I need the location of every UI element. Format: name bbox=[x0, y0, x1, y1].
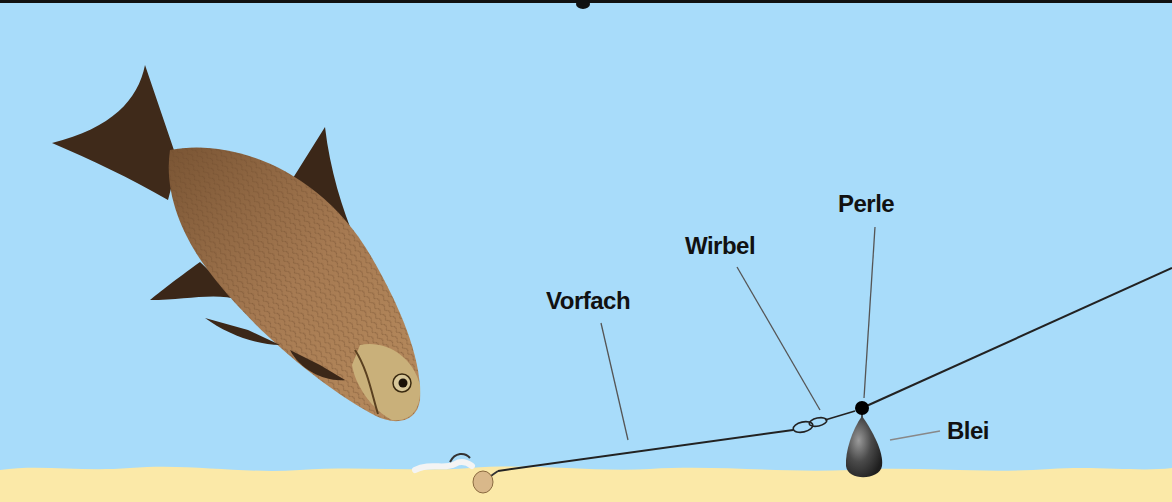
tail-fin bbox=[52, 65, 178, 200]
top-knot bbox=[576, 0, 590, 9]
leader-line bbox=[498, 430, 793, 471]
fish-eye bbox=[393, 374, 411, 392]
gill-cover bbox=[355, 350, 378, 414]
fish-head bbox=[352, 344, 420, 420]
swivel bbox=[792, 411, 855, 434]
fish-scales bbox=[169, 147, 420, 421]
perle-leader bbox=[864, 227, 875, 398]
bait-pellet bbox=[473, 471, 493, 493]
hook-bend bbox=[450, 454, 470, 462]
sand-bottom bbox=[0, 466, 1172, 502]
part-label: Vorfach bbox=[546, 289, 630, 313]
pectoral-fin bbox=[290, 350, 345, 380]
bream-fish bbox=[52, 65, 420, 421]
pelvic-fin bbox=[205, 318, 280, 345]
fish-body bbox=[169, 147, 420, 421]
part-label: Wirbel bbox=[685, 234, 755, 258]
blei-leader bbox=[890, 431, 940, 440]
lead-weight bbox=[846, 416, 882, 477]
maggot-bait bbox=[415, 462, 472, 470]
vorfach-leader bbox=[601, 323, 628, 440]
bead bbox=[855, 401, 869, 415]
wirbel-leader bbox=[737, 267, 820, 410]
part-label: Blei bbox=[947, 419, 989, 443]
part-label: Perle bbox=[838, 192, 894, 216]
fish-pupil bbox=[399, 379, 408, 388]
main-line bbox=[862, 268, 1172, 408]
